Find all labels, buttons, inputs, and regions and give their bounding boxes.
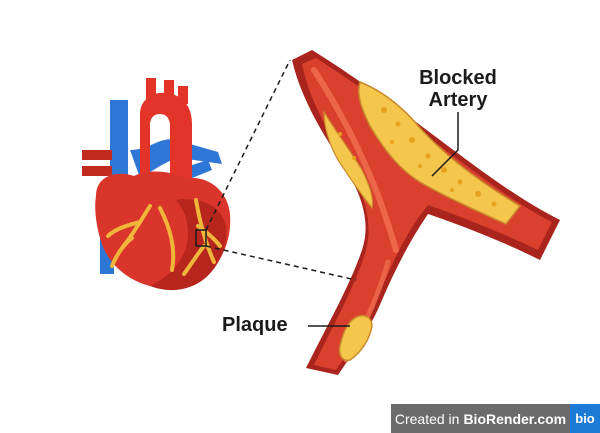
aortic-branch-1 <box>146 78 156 102</box>
coronary-arteries <box>106 198 222 276</box>
zoom-line-top <box>205 59 291 231</box>
pulmonary-vein-2 <box>82 166 112 176</box>
plaque-texture <box>338 107 497 207</box>
zoomed-artery <box>292 50 560 375</box>
blocked-artery-label-line1: Blocked <box>419 67 497 89</box>
plaque-deposit-left <box>323 109 374 210</box>
heart <box>82 78 231 291</box>
watermark-text: Created in BioRender.com <box>391 404 570 433</box>
biorender-watermark[interactable]: Created in BioRender.com bio <box>391 404 600 433</box>
blockage-marker <box>195 229 207 247</box>
aortic-branch-3 <box>178 86 188 104</box>
artery-lumen <box>302 58 552 370</box>
blocked-artery-label-line2: Artery <box>428 89 488 111</box>
biorender-logo-icon: bio <box>570 404 600 433</box>
plaque-deposit-lower <box>338 315 373 362</box>
zoom-line-bottom <box>205 245 357 281</box>
blocked-artery-label: Blocked Artery <box>394 67 522 111</box>
aorta <box>140 92 192 200</box>
pulmonary-vein-1 <box>82 150 112 160</box>
watermark-brand: BioRender.com <box>463 410 567 427</box>
plaque-deposit-upper <box>358 81 522 225</box>
heart-shading <box>150 199 227 291</box>
artery-highlight <box>311 67 399 253</box>
plaque-label: Plaque <box>222 314 288 336</box>
leader-blocked-artery <box>431 112 459 177</box>
watermark-prefix: Created in <box>394 410 460 427</box>
aortic-branch-2 <box>164 80 174 100</box>
